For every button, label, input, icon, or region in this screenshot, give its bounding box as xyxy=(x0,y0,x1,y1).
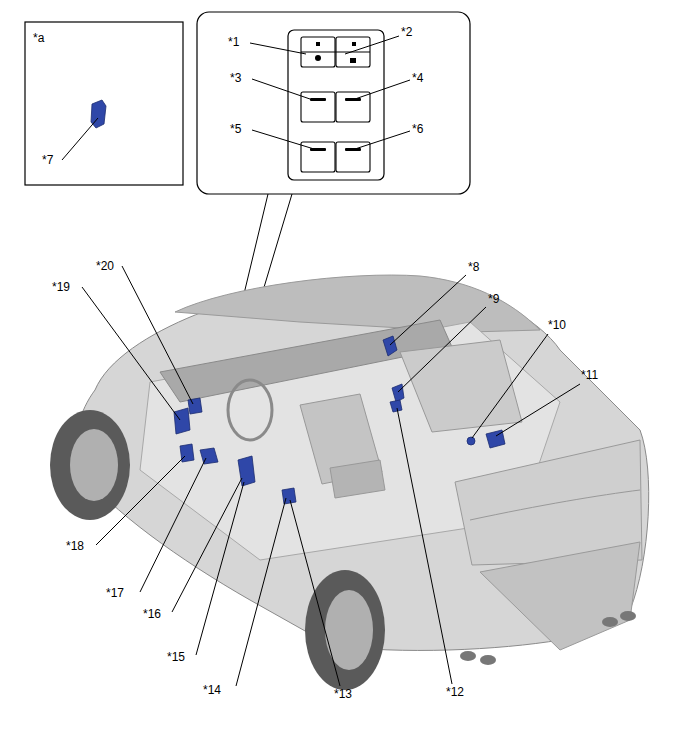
callout-number: *8 xyxy=(468,260,479,274)
callout-number: *14 xyxy=(203,683,221,697)
callout-number: *1 xyxy=(228,35,239,49)
view-label: *a xyxy=(33,31,44,45)
switch-marks xyxy=(310,42,361,151)
callout-number: *9 xyxy=(488,292,499,306)
callout-number: *19 xyxy=(52,280,70,294)
switch-panel xyxy=(288,30,384,180)
callout-number: *18 xyxy=(66,539,84,553)
car xyxy=(50,275,649,690)
callout-number: *20 xyxy=(96,259,114,273)
components xyxy=(174,336,505,504)
callout-number: *4 xyxy=(412,71,423,85)
callout-number: *11 xyxy=(581,368,598,382)
callout-number: *12 xyxy=(446,685,464,699)
callout-number: *15 xyxy=(167,650,185,664)
leader-lines xyxy=(62,36,580,686)
callout-number: *5 xyxy=(230,122,241,136)
callout-number: *6 xyxy=(412,122,423,136)
callout-number: *7 xyxy=(42,153,53,167)
callout-number: *3 xyxy=(230,71,241,85)
callout-number: *10 xyxy=(548,318,566,332)
callout-number: *13 xyxy=(334,687,352,701)
callout-number: *2 xyxy=(401,25,412,39)
callout-number: *16 xyxy=(143,607,161,621)
zoom-frame xyxy=(197,12,470,194)
inset-frame xyxy=(25,22,183,185)
switch-buttons xyxy=(301,37,370,172)
callout-number: *17 xyxy=(106,586,124,600)
